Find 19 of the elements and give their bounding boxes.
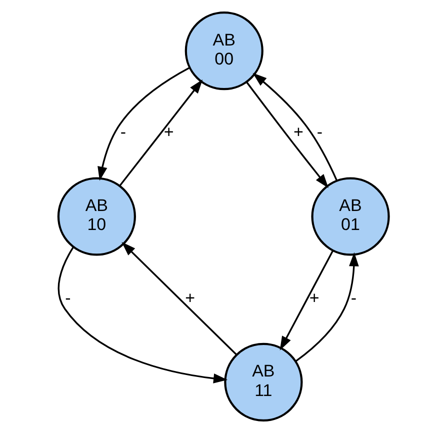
arrow [118, 79, 202, 186]
edge-label: + [184, 288, 195, 308]
arrow [279, 250, 334, 350]
arrow [252, 72, 338, 182]
edge-label: - [120, 122, 126, 142]
edge-label: + [163, 122, 174, 142]
edge-label: - [316, 122, 322, 142]
node-circle: AB 01 [310, 177, 390, 256]
edge-label: - [350, 288, 356, 308]
node-circle: AB 11 [224, 342, 302, 422]
edge-label: + [293, 122, 303, 142]
edge-label: - [64, 288, 70, 308]
edge-label: + [308, 288, 319, 308]
arrow [245, 82, 328, 188]
arrow [294, 252, 358, 362]
arrow [57, 246, 228, 384]
arrow [121, 242, 237, 356]
arrow [97, 66, 190, 181]
node-circle: AB 00 [184, 12, 263, 90]
